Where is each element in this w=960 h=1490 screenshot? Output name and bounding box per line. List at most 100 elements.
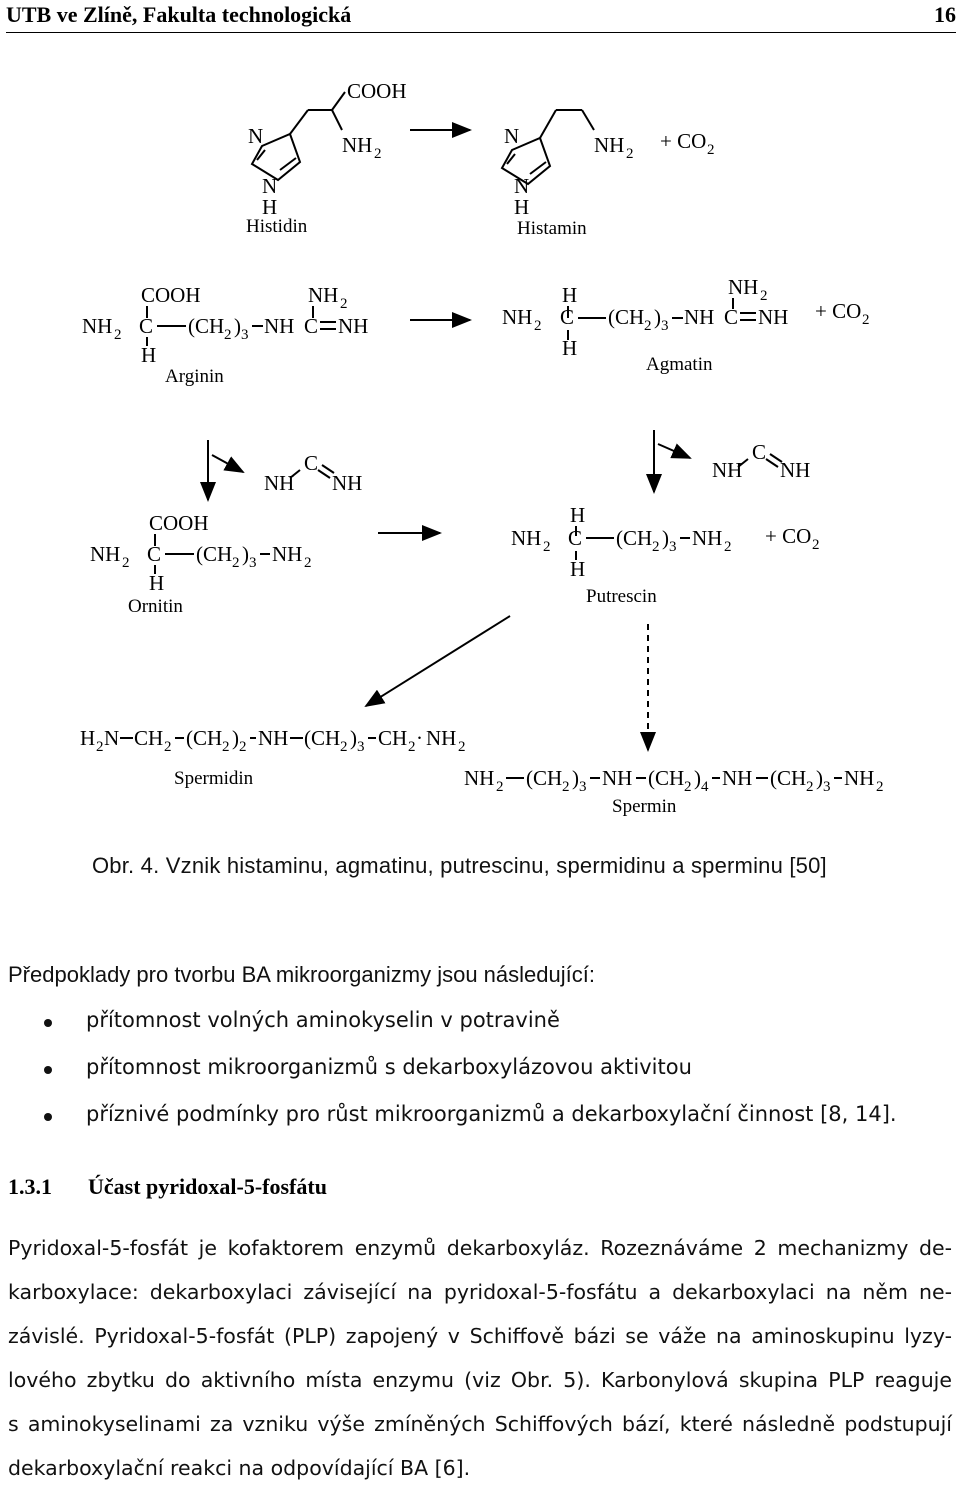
histamin-plus-co2: + CO	[660, 129, 706, 153]
svg-text:NH: NH	[332, 471, 362, 495]
svg-text:2: 2	[164, 739, 172, 755]
svg-text:3: 3	[823, 779, 831, 795]
svg-text:2: 2	[496, 779, 504, 795]
spermin-label: Spermin	[612, 796, 677, 817]
svg-text:2: 2	[224, 327, 232, 343]
svg-text:NH: NH	[258, 726, 288, 750]
svg-text:(CH: (CH	[196, 542, 232, 566]
svg-text:2: 2	[232, 555, 240, 571]
bullet-dot	[44, 1113, 52, 1121]
svg-text:NH: NH	[722, 766, 752, 790]
svg-text:NH: NH	[728, 275, 758, 299]
svg-text:(CH: (CH	[648, 766, 684, 790]
svg-text:2: 2	[239, 739, 247, 755]
putrescin-label: Putrescin	[586, 586, 657, 607]
body-line: lového zbytku do aktivního místa enzymu …	[8, 1368, 952, 1392]
figure-caption: Obr. 4. Vznik histaminu, agmatinu, putre…	[92, 853, 827, 878]
svg-text:2: 2	[626, 146, 634, 162]
svg-text:2: 2	[806, 779, 814, 795]
svg-text:3: 3	[669, 539, 677, 555]
agmatin-plus-co2: + CO	[815, 299, 861, 323]
svg-text:N: N	[504, 124, 519, 148]
svg-text:2: 2	[340, 296, 348, 312]
svg-text:NH: NH	[594, 133, 624, 157]
svg-text:2: 2	[534, 318, 542, 334]
svg-text:H: H	[562, 336, 577, 360]
svg-text:2: 2	[122, 555, 130, 571]
svg-text:H: H	[514, 195, 529, 219]
svg-text:NH: NH	[90, 542, 120, 566]
svg-text:3: 3	[579, 779, 587, 795]
header-title: UTB ve Zlíně, Fakulta technologická	[6, 2, 352, 27]
body-line: Pyridoxal-5-fosfát je kofaktorem enzymů …	[8, 1236, 952, 1260]
urea-group-right: C NH NH	[712, 440, 810, 482]
bullet-item: příznivé podmínky pro růst mikroorganizm…	[86, 1102, 897, 1126]
reaction-arrow-4	[364, 615, 511, 708]
svg-text:NH: NH	[272, 542, 302, 566]
svg-text:4: 4	[701, 779, 709, 795]
svg-text:3: 3	[357, 739, 365, 755]
agmatin-label: Agmatin	[646, 354, 713, 375]
svg-text:3: 3	[249, 555, 257, 571]
svg-text:2: 2	[96, 739, 104, 755]
svg-text:): )	[234, 314, 241, 338]
histidin-n-bottom: N	[262, 174, 277, 198]
svg-text:NH: NH	[684, 305, 714, 329]
svg-text:NH: NH	[426, 726, 456, 750]
bullet-dot	[44, 1066, 52, 1074]
svg-text:COOH: COOH	[141, 283, 201, 307]
svg-text:2: 2	[304, 555, 312, 571]
svg-text:2: 2	[760, 288, 768, 304]
svg-text:C: C	[752, 440, 766, 464]
urea-group-left: C NH NH	[264, 451, 362, 495]
svg-text:(CH: (CH	[304, 726, 340, 750]
svg-text:NH: NH	[712, 458, 742, 482]
histamin-label: Histamin	[517, 218, 587, 239]
svg-text:NH: NH	[502, 305, 532, 329]
svg-text:C: C	[560, 305, 574, 329]
svg-text:NH: NH	[264, 471, 294, 495]
body-line: závislé. Pyridoxal-5-fosfát (PLP) zapoje…	[8, 1324, 952, 1348]
svg-text:2: 2	[684, 779, 692, 795]
svg-text:(CH: (CH	[770, 766, 806, 790]
svg-text:NH: NH	[780, 458, 810, 482]
bullet-dot	[44, 1019, 52, 1027]
bullet-item: přítomnost volných aminokyselin v potrav…	[86, 1008, 560, 1032]
svg-text:CH: CH	[378, 726, 407, 750]
svg-text:2: 2	[724, 539, 732, 555]
svg-text:2: 2	[222, 739, 230, 755]
svg-text:2: 2	[652, 539, 660, 555]
svg-text:): )	[572, 766, 579, 790]
body-line: karboxylace: dekarboxylaci závisející na…	[8, 1280, 952, 1304]
svg-text:H: H	[80, 726, 95, 750]
histidin-label: Histidin	[246, 216, 308, 237]
putrescin-plus-co2: + CO	[765, 524, 811, 548]
svg-text:2: 2	[458, 739, 466, 755]
svg-text:H: H	[570, 557, 585, 581]
svg-text:): )	[654, 305, 661, 329]
ornitin-label: Ornitin	[128, 596, 183, 617]
svg-text:NH: NH	[264, 314, 294, 338]
body-line: s aminokyselinami za vzniku výše zmíněný…	[8, 1412, 952, 1436]
spermidin-label: Spermidin	[174, 768, 254, 789]
histidin-n-top: N	[248, 124, 263, 148]
svg-text:(CH: (CH	[616, 526, 652, 550]
svg-text:NH: NH	[692, 526, 722, 550]
body-paragraph: Pyridoxal-5-fosfát je kofaktorem enzymů …	[8, 1226, 952, 1490]
svg-text:(CH: (CH	[608, 305, 644, 329]
svg-text:NH: NH	[602, 766, 632, 790]
body-line: dekarboxylační reakci na odpovídající BA…	[8, 1456, 471, 1480]
page-header: UTB ve Zlíně, Fakulta technologická 16	[6, 2, 956, 33]
svg-text:(CH: (CH	[526, 766, 562, 790]
svg-text:C: C	[304, 451, 318, 475]
svg-text:2: 2	[644, 318, 652, 334]
